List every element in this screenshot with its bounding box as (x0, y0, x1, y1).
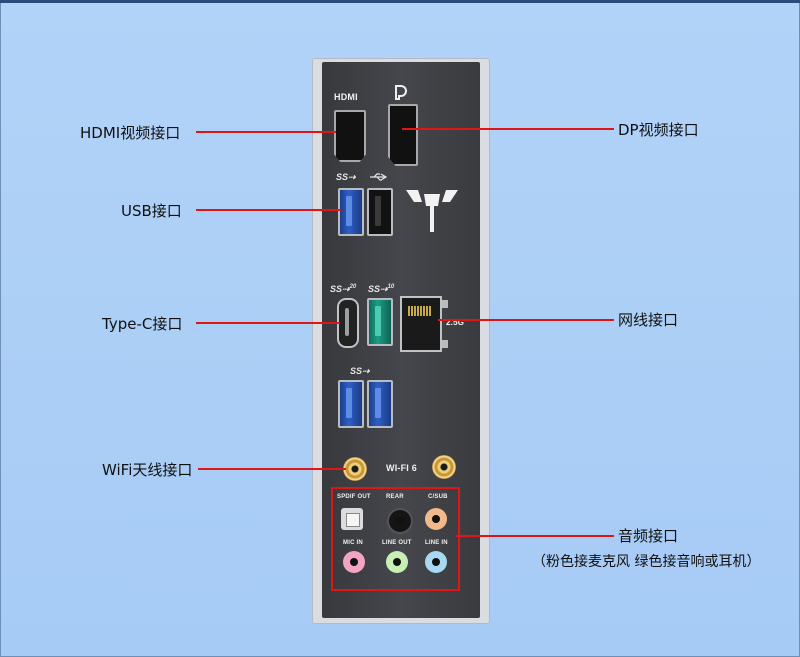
audio-note: （粉色接麦克风 绿色接音响或耳机） (532, 554, 761, 570)
csub-text: C/SUB (428, 494, 448, 500)
top-border (0, 0, 800, 3)
typec-callout-line (196, 322, 340, 324)
superspeed-20-logo: SS⇢20 (330, 284, 357, 294)
lan-callout-line (438, 319, 614, 321)
usb-port-blue-3 (367, 380, 393, 428)
mic-in-text: MIC IN (343, 540, 363, 546)
superspeed-10-logo: SS⇢10 (368, 284, 395, 294)
dp-label: DP视频接口 (618, 121, 699, 139)
line-in-jack (425, 551, 447, 573)
audio-callout-line (456, 535, 614, 537)
usb-port-blue (338, 188, 364, 236)
lan-speed-text: 2.5G (446, 318, 465, 327)
audio-label: 音频接口 (618, 527, 679, 545)
usb-icon (370, 173, 388, 181)
wifi-antenna-connector-right (432, 455, 456, 479)
displayport-port (388, 104, 418, 166)
spdif-out-port (341, 508, 363, 530)
wifi6-text: WI-FI 6 (386, 463, 417, 473)
ethernet-port (400, 296, 448, 352)
mic-in-jack (343, 551, 365, 573)
line-out-jack (386, 551, 408, 573)
hdmi-port (334, 110, 366, 162)
line-in-text: LINE IN (425, 540, 448, 546)
usb-label: USB接口 (121, 202, 182, 220)
displayport-icon (395, 85, 407, 100)
usb-port-blue-2 (338, 380, 364, 428)
csub-jack (425, 508, 447, 530)
typec-label: Type-C接口 (102, 315, 183, 333)
spdif-out-text: SPDIF OUT (337, 494, 371, 500)
tuf-logo-icon (406, 190, 458, 232)
rear-jack (387, 508, 413, 534)
type-c-port (337, 298, 359, 348)
superspeed-logo: SS⇢ (336, 172, 356, 182)
wifi-label: WiFi天线接口 (102, 461, 193, 479)
usb-port-teal (367, 298, 393, 346)
wifi-callout-line (198, 468, 346, 470)
lan-label: 网线接口 (618, 311, 679, 329)
hdmi-port-text: HDMI (334, 92, 358, 102)
dp-callout-line (402, 128, 614, 130)
usb-port-black (367, 188, 393, 236)
usb-callout-line (196, 209, 341, 211)
wifi-antenna-connector-left (343, 457, 367, 481)
audio-ports-highlight (331, 487, 460, 591)
superspeed-logo-2: SS⇢ (350, 366, 370, 376)
hdmi-callout-line (196, 131, 336, 133)
line-out-text: LINE OUT (382, 540, 412, 546)
rear-text: REAR (386, 494, 404, 500)
hdmi-label: HDMI视频接口 (80, 124, 181, 142)
